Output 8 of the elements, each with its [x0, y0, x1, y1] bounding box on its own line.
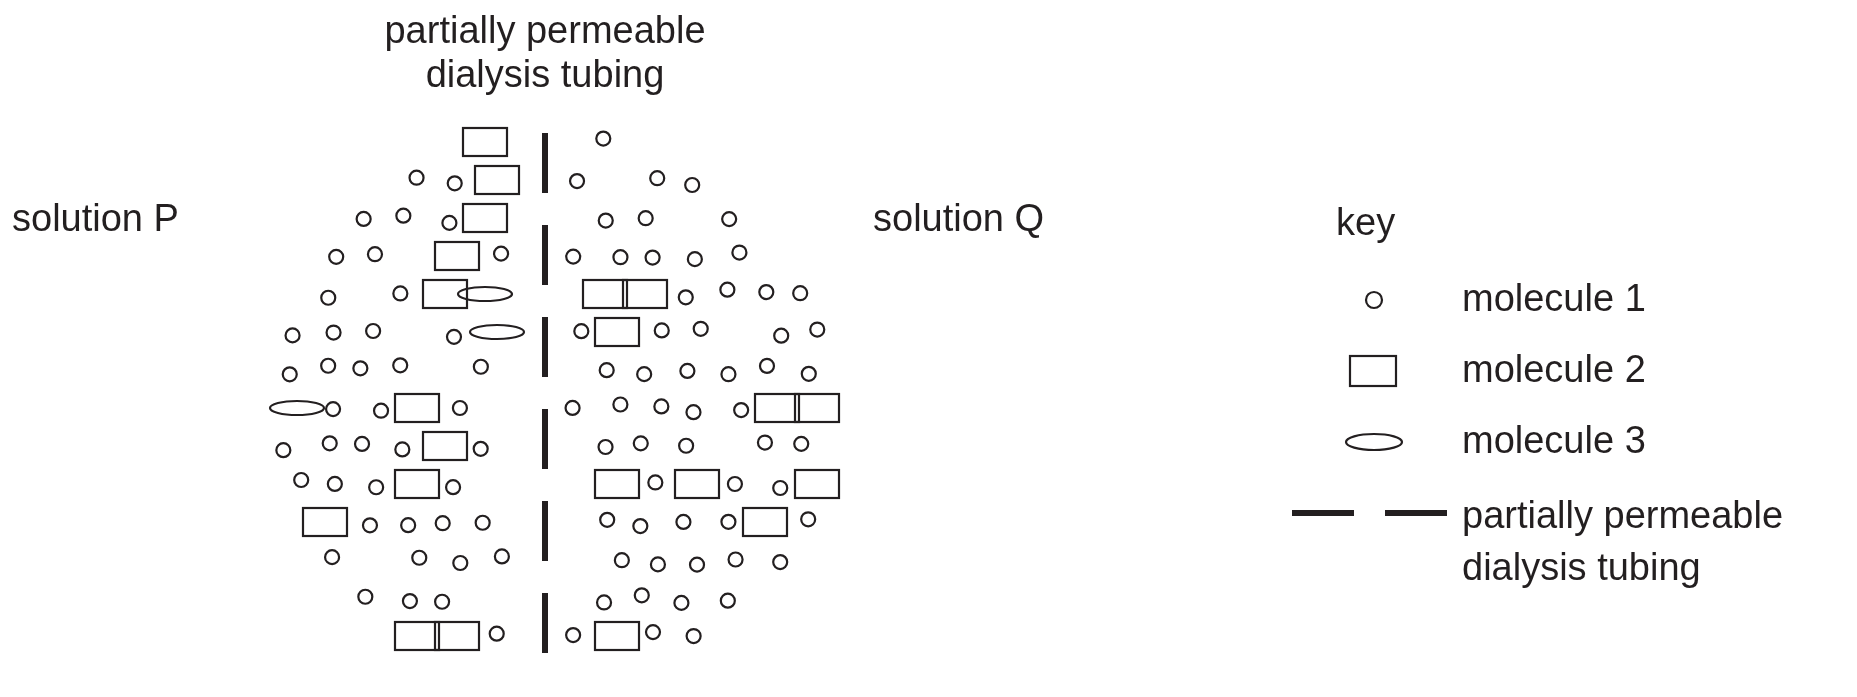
region-label: solution Q [873, 196, 1045, 240]
legend-label: molecule 3 [1462, 418, 1646, 462]
legend-label: molecule 1 [1462, 276, 1646, 320]
legend-label: molecule 2 [1462, 347, 1646, 391]
region-label: solution P [12, 196, 179, 240]
legend-label: partially permeable dialysis tubing [1462, 493, 1785, 590]
key-heading: key [1336, 200, 1396, 244]
heading-label: partially permeable dialysis tubing [383, 8, 707, 96]
